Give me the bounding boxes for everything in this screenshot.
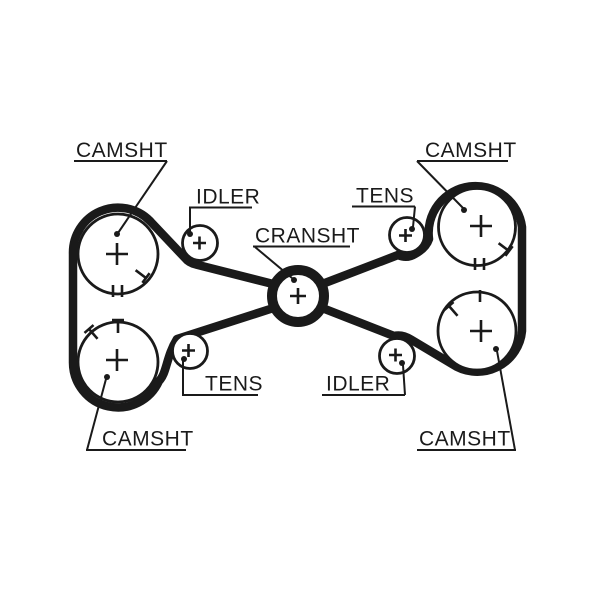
leader-camsht-br [496,350,516,451]
belt-upper-left-run [145,216,280,289]
timing-belt [68,181,527,412]
leader-dot-idler-tl [187,231,193,237]
timing-mark-t-br-side [443,301,459,317]
cross-mark-cam-br [470,320,492,342]
label-tens-top-right: TENS [356,185,414,208]
leader-dot-camsht-bl [104,374,110,380]
leader-cransht [254,246,293,279]
leader-tens-tr [412,206,416,228]
leader-dot-idler-br [399,360,405,366]
leader-dot-cransht [291,277,297,283]
timing-mark-t-tl [134,269,151,284]
crankshaft-cross-mark [290,288,306,304]
leader-camsht-tl [117,160,168,234]
belt-right-loop [316,181,527,376]
label-camsht-bottom-left: CAMSHT [102,428,194,451]
callout-lines [74,160,516,451]
timing-mark-t-bl-top [112,318,124,333]
label-camsht-top-left: CAMSHT [76,139,168,162]
cross-mark-tens-bl [182,344,195,357]
label-camsht-top-right: CAMSHT [425,139,517,162]
callout-labels: CAMSHT IDLER CRANSHT TENS CAMSHT TENS ID… [76,139,517,451]
timing-mark-ii-tr [473,258,486,270]
timing-mark-ii-tl [111,285,124,297]
timing-mark-t-bl-side [83,324,99,340]
leader-camsht-bl [86,378,107,451]
label-idler-top-left: IDLER [196,186,260,209]
belt-left-loop [68,203,280,412]
cross-mark-idler-tl [193,236,206,250]
timing-mark-t-tr [497,242,514,257]
cross-mark-cam-bl [106,349,128,371]
leader-dot-camsht-br [493,346,499,352]
leader-dot-tens-bl [181,356,187,362]
label-idler-bottom-right: IDLER [326,373,390,396]
leader-dot-tens-tr [409,226,415,232]
label-tens-bottom-left: TENS [205,373,263,396]
leader-camsht-tr [416,160,464,209]
label-cranshaft: CRANSHT [255,225,360,248]
label-camsht-bottom-right: CAMSHT [419,428,511,451]
cross-mark-tens-tr [399,229,412,242]
timing-marks [83,242,514,340]
leader-dot-camsht-tl [114,231,120,237]
leader-idler-br [402,364,406,396]
cross-mark-cam-tr [470,215,492,237]
cross-mark-cam-tl [106,243,128,265]
pulley-cross-marks [106,215,492,371]
cross-mark-idler-br [389,348,402,362]
leader-dot-camsht-tr [461,207,467,213]
